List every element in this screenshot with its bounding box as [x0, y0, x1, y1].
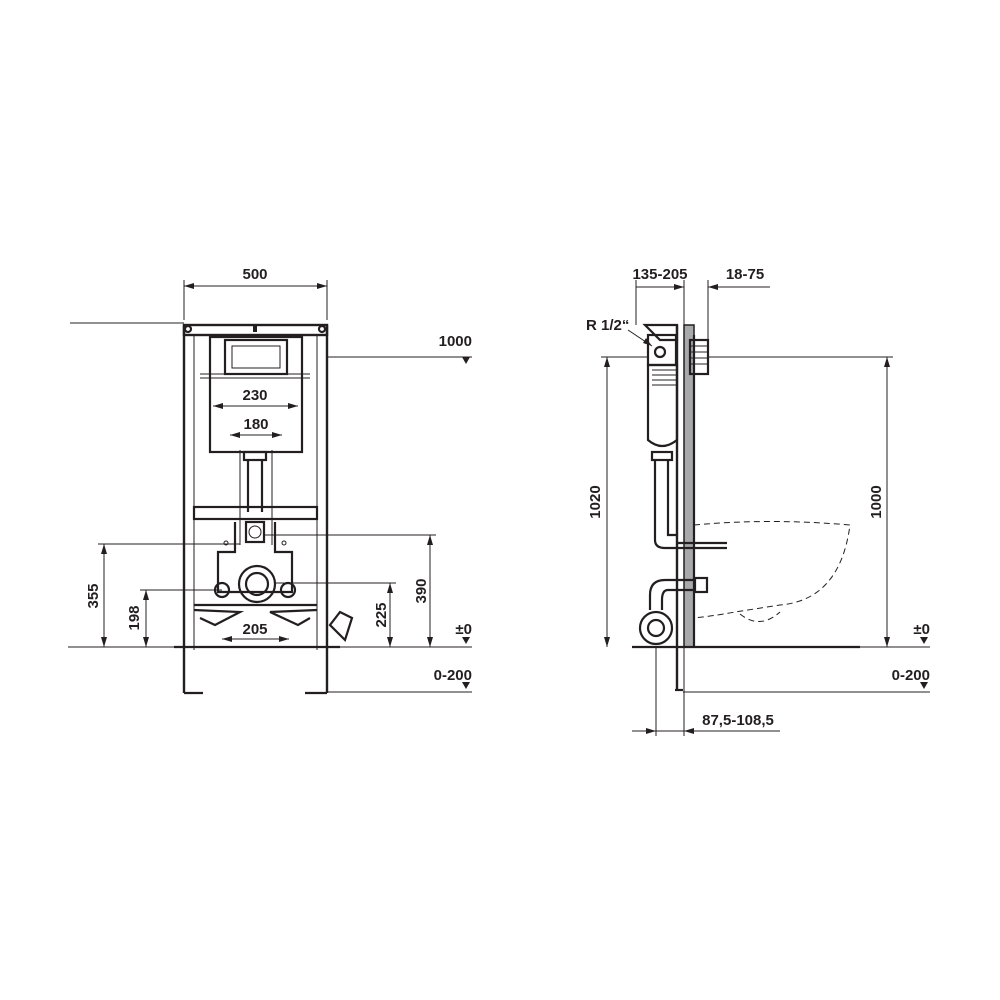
- level-marker-icon: [462, 682, 470, 689]
- valve-icon: [653, 345, 667, 359]
- arrow-icon: [708, 284, 718, 290]
- arrow-icon: [213, 403, 223, 409]
- dim-width-label: 500: [242, 266, 267, 283]
- level-marker-icon: [462, 357, 470, 364]
- arrow-icon: [884, 637, 890, 647]
- arrow-icon: [101, 637, 107, 647]
- cistern-top: [642, 323, 679, 342]
- flush-plate: [231, 345, 281, 369]
- thread-label: R 1/2“: [586, 317, 629, 334]
- cross-rail: [192, 505, 319, 521]
- arrow-icon: [101, 544, 107, 554]
- connection-bracket: [216, 522, 294, 594]
- wc-bowl-outline: [693, 521, 851, 619]
- arrow-icon: [427, 535, 433, 545]
- dim-1000-label: 1000: [439, 333, 472, 350]
- arrow-icon: [604, 637, 610, 647]
- level-marker-icon: [920, 682, 928, 689]
- bolt-icon: [183, 324, 193, 334]
- mount-hole-icon: [281, 540, 287, 546]
- flush-plate-opening: [223, 338, 289, 376]
- arrow-icon: [646, 728, 656, 734]
- dim-bottom-label: 87,5-108,5: [702, 712, 774, 729]
- arrow-icon: [427, 637, 433, 647]
- floor-range-label-side: 0-200: [892, 667, 930, 684]
- dim-225-label: 225: [373, 602, 390, 627]
- dim-230-label: 230: [242, 387, 267, 404]
- bolt-icon: [317, 324, 327, 334]
- arrow-icon: [288, 403, 298, 409]
- arrow-icon: [684, 728, 694, 734]
- outlet-pipe-icon: [244, 571, 270, 597]
- flush-pipe-collar-side: [650, 450, 674, 462]
- arrow-icon: [230, 432, 240, 438]
- front-view: 500 230 180 205 1000 355 198: [68, 266, 472, 695]
- arrow-icon: [884, 357, 890, 367]
- arrow-icon: [222, 636, 232, 642]
- trap-bend-inner: [646, 618, 666, 638]
- trap-bend: [638, 610, 674, 646]
- dim-205-label: 205: [242, 621, 267, 638]
- top-marker: [253, 326, 257, 332]
- mount-hole-icon: [223, 540, 229, 546]
- level-marker-icon: [920, 637, 928, 644]
- arrow-icon: [674, 284, 684, 290]
- foot-brace-right: [269, 608, 318, 627]
- water-inlet-fitting: [244, 520, 266, 544]
- wc-bowl-outlet: [739, 611, 781, 622]
- drain-pipe: [648, 578, 695, 610]
- arrow-icon: [184, 283, 194, 289]
- dim-355-label: 355: [85, 583, 102, 608]
- arrow-icon: [643, 338, 652, 346]
- flush-pipe-collar: [242, 450, 268, 462]
- arrow-icon: [387, 637, 393, 647]
- dim-180-label: 180: [243, 416, 268, 433]
- dim-198-label: 198: [126, 605, 143, 630]
- arrow-icon: [604, 357, 610, 367]
- water-inlet-icon: [248, 525, 262, 539]
- arrow-icon: [387, 583, 393, 593]
- side-view: 135-205 18-75 R 1/2“ 1020 1000 ±0 0-200: [586, 266, 930, 736]
- drain-stub-side: [693, 576, 709, 594]
- arrow-icon: [317, 283, 327, 289]
- drain-stub: [328, 610, 354, 643]
- arrow-icon: [272, 432, 282, 438]
- dim-1020-label: 1020: [587, 485, 604, 518]
- level-marker-icon: [462, 637, 470, 644]
- dim-390-label: 390: [413, 578, 430, 603]
- flush-pipe-side: [653, 460, 677, 550]
- arrow-icon: [143, 590, 149, 600]
- dim-depth-label: 135-205: [632, 266, 687, 283]
- dim-1000-side-label: 1000: [868, 485, 885, 518]
- zero-level-label-side: ±0: [913, 621, 930, 638]
- foot-brace-left: [193, 608, 245, 627]
- dim-wall-label: 18-75: [726, 266, 764, 283]
- floor-range-label: 0-200: [434, 667, 472, 684]
- outlet-ring: [237, 564, 277, 604]
- arrow-icon: [279, 636, 289, 642]
- flush-pipe-side: [666, 460, 677, 537]
- cistern-body-side: [646, 363, 679, 448]
- zero-level-label: ±0: [455, 621, 472, 638]
- arrow-icon: [143, 637, 149, 647]
- drain-pipe: [660, 588, 695, 610]
